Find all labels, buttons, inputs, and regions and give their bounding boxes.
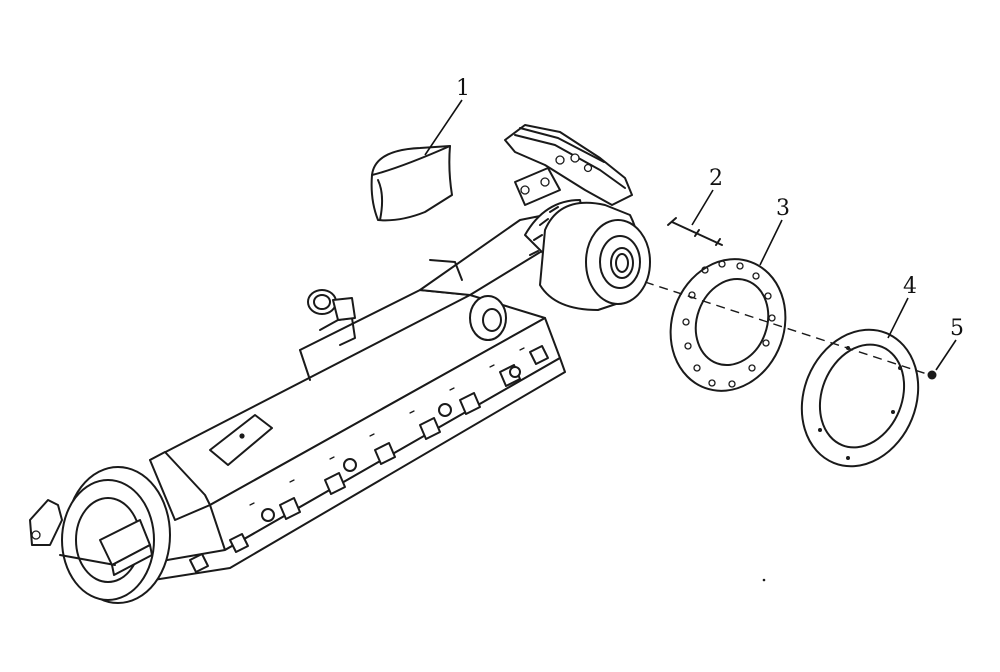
assembly-axis [644,281,931,376]
callout-2: 2 [709,166,723,191]
part-4-ring [800,328,920,468]
drive-sprocket-assembly [419,124,651,341]
track-rollers [189,345,549,573]
callout-1: 1 [456,76,470,101]
front-idler [29,466,171,604]
callout-3: 3 [776,196,790,221]
callout-4: 4 [903,274,917,299]
part-5-nut [927,370,937,380]
inspection-plate [209,414,273,466]
carrier-roller [307,289,356,346]
leader-lines [424,99,957,371]
part-1-pad [370,145,453,222]
part-3-flange [669,258,787,392]
callout-5: 5 [950,316,964,341]
part-2-pin [667,217,723,246]
